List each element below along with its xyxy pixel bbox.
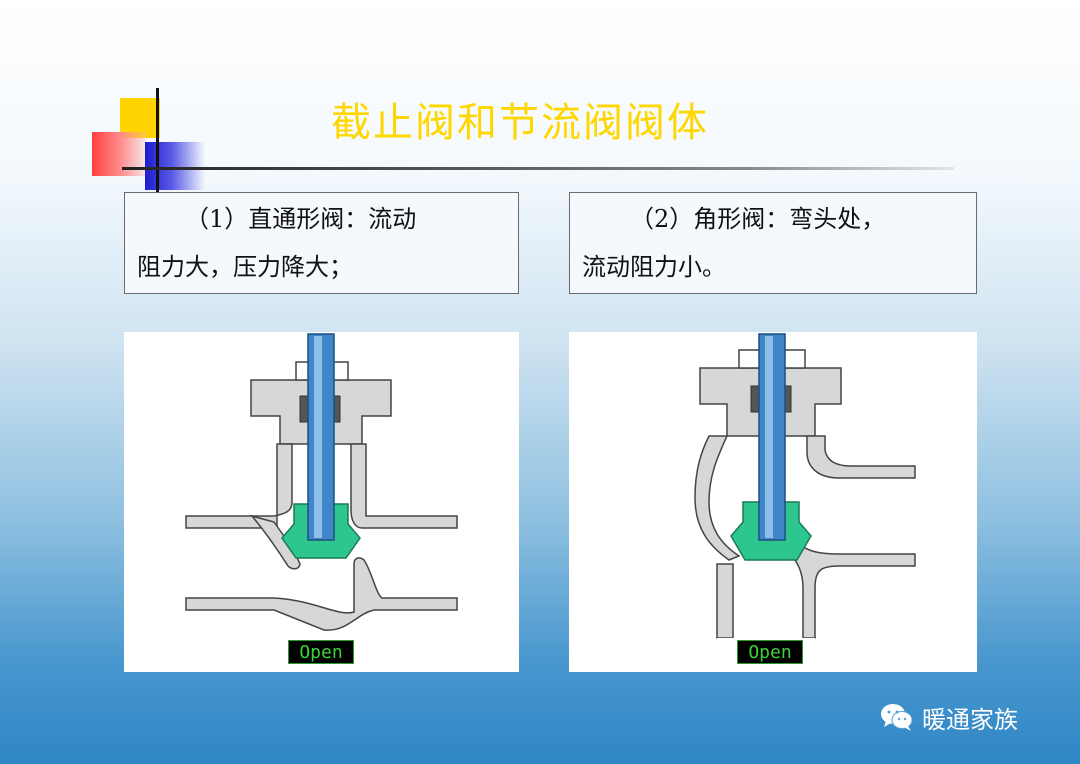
- text-line: （1）直通形阀：流动: [185, 205, 417, 233]
- decor-yellow-square: [120, 98, 160, 138]
- text-line: （2）角形阀：弯头处，: [630, 205, 886, 233]
- angle-valve-diagram: [694, 333, 916, 648]
- wechat-icon: [880, 702, 914, 732]
- text-line: 阻力大，压力降大；: [137, 253, 353, 281]
- valve-status-badge: Open: [737, 640, 803, 664]
- figure-angle-valve: Open: [569, 332, 977, 672]
- slide-title: 截止阀和节流阀阀体: [331, 100, 709, 146]
- text-box-straight-valve: （1）直通形阀：流动 阻力大，压力降大；: [124, 192, 519, 294]
- straight-valve-diagram: [185, 333, 458, 631]
- valve-status-badge: Open: [288, 640, 354, 664]
- watermark: 暖通家族: [880, 700, 1018, 734]
- text-line: 流动阻力小。: [582, 253, 726, 281]
- watermark-text: 暖通家族: [922, 705, 1018, 734]
- decor-vertical-line: [156, 88, 159, 192]
- title-underline: [122, 167, 954, 170]
- text-box-angle-valve: （2）角形阀：弯头处， 流动阻力小。: [569, 192, 977, 294]
- figure-straight-valve: Open: [124, 332, 519, 672]
- decor-blue-square: [145, 142, 205, 190]
